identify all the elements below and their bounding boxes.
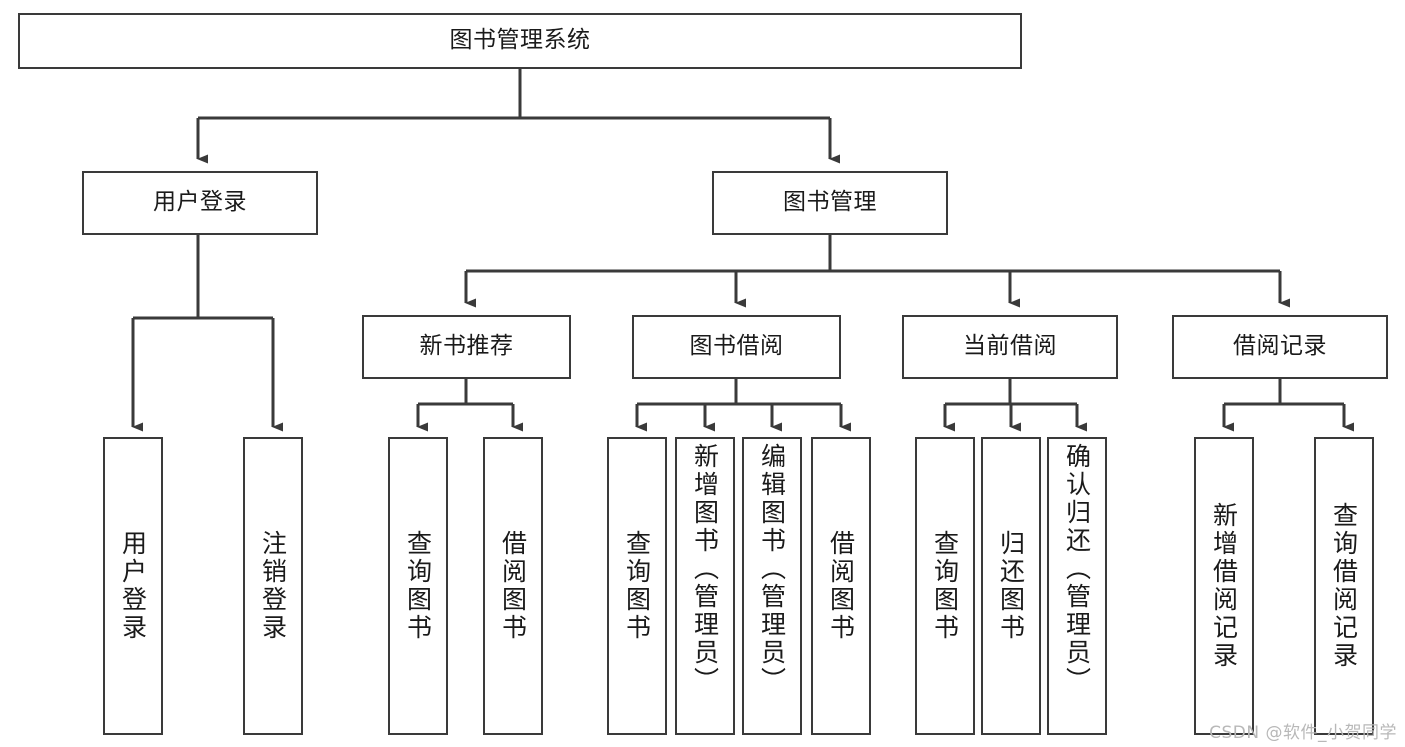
- node-book-manage[interactable]: 图书管理: [712, 171, 948, 235]
- node-leaf-query-record[interactable]: 查询借阅记录: [1314, 437, 1374, 735]
- node-new-book-rec[interactable]: 新书推荐: [362, 315, 571, 379]
- node-current-borrow-label: 当前借阅: [963, 333, 1057, 360]
- node-leaf-user-login-label: 用户登录: [118, 530, 148, 642]
- node-leaf-logout[interactable]: 注销登录: [243, 437, 303, 735]
- node-leaf-query-book-3[interactable]: 查询图书: [915, 437, 975, 735]
- node-leaf-confirm-return-label: 确认归还（管理员）: [1062, 443, 1092, 695]
- node-leaf-add-record[interactable]: 新增借阅记录: [1194, 437, 1254, 735]
- node-leaf-return-book-label: 归还图书: [996, 530, 1026, 642]
- node-user-login-label: 用户登录: [153, 189, 247, 216]
- node-new-book-rec-label: 新书推荐: [419, 333, 514, 360]
- node-leaf-user-login[interactable]: 用户登录: [103, 437, 163, 735]
- node-leaf-query-book-2-label: 查询图书: [622, 530, 652, 642]
- node-book-manage-label: 图书管理: [783, 189, 877, 216]
- node-leaf-logout-label: 注销登录: [258, 530, 288, 642]
- node-leaf-query-book-1[interactable]: 查询图书: [388, 437, 448, 735]
- node-leaf-query-book-2[interactable]: 查询图书: [607, 437, 667, 735]
- node-book-borrow-label: 图书借阅: [689, 333, 784, 360]
- node-leaf-confirm-return[interactable]: 确认归还（管理员）: [1047, 437, 1107, 735]
- node-leaf-query-book-1-label: 查询图书: [403, 530, 433, 642]
- node-leaf-edit-book-label: 编辑图书（管理员）: [757, 443, 787, 695]
- node-borrow-record-label: 借阅记录: [1233, 333, 1327, 360]
- node-root[interactable]: 图书管理系统: [18, 13, 1022, 69]
- node-leaf-add-book[interactable]: 新增图书（管理员）: [675, 437, 735, 735]
- node-leaf-borrow-book-1[interactable]: 借阅图书: [483, 437, 543, 735]
- node-leaf-add-record-label: 新增借阅记录: [1209, 502, 1239, 670]
- node-leaf-query-record-label: 查询借阅记录: [1329, 502, 1359, 670]
- node-leaf-borrow-book-2[interactable]: 借阅图书: [811, 437, 871, 735]
- node-root-label: 图书管理系统: [449, 27, 591, 54]
- node-leaf-query-book-3-label: 查询图书: [930, 530, 960, 642]
- node-current-borrow[interactable]: 当前借阅: [902, 315, 1118, 379]
- watermark: CSDN @软件_小贺同学: [1209, 723, 1397, 743]
- node-leaf-add-book-label: 新增图书（管理员）: [690, 443, 720, 695]
- node-leaf-borrow-book-2-label: 借阅图书: [826, 530, 856, 642]
- node-leaf-edit-book[interactable]: 编辑图书（管理员）: [742, 437, 802, 735]
- node-book-borrow[interactable]: 图书借阅: [632, 315, 841, 379]
- node-leaf-borrow-book-1-label: 借阅图书: [498, 530, 528, 642]
- node-user-login[interactable]: 用户登录: [82, 171, 318, 235]
- node-borrow-record[interactable]: 借阅记录: [1172, 315, 1388, 379]
- node-leaf-return-book[interactable]: 归还图书: [981, 437, 1041, 735]
